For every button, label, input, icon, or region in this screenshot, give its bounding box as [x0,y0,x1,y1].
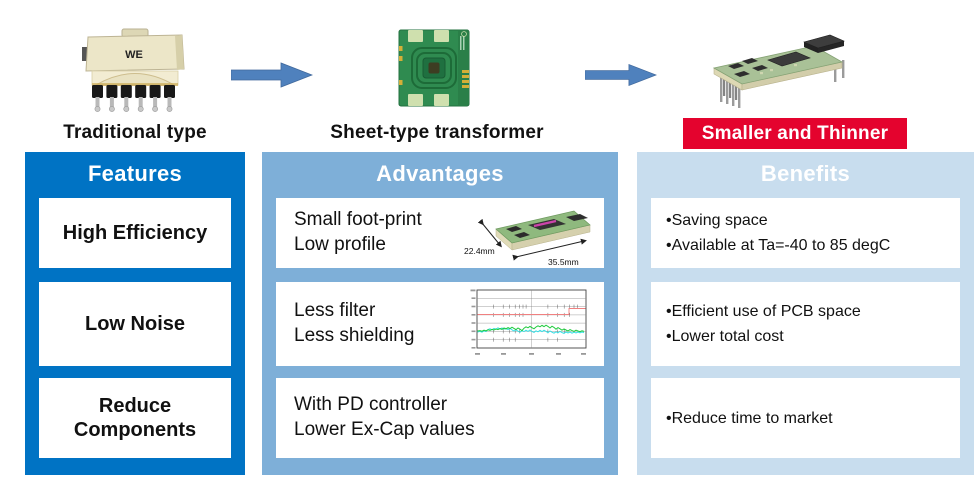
smaller-thinner-badge: Smaller and Thinner [683,118,907,149]
advantage-text: Less filter [294,300,376,322]
benefit-time-to-market: •Reduce time to market [651,378,960,458]
module-pins [720,60,845,108]
stage-label-traditional: Traditional type [63,122,207,143]
module-main-chip [767,51,811,67]
feature-text: Reduce [98,395,172,417]
advantage-pd-controller: With PD controller Lower Ex-Cap values [276,378,604,458]
benefit-cost: •Efficient use of PCB space •Lower total… [651,282,960,366]
width-dimension-arrow [477,218,502,248]
benefit-bullet: •Lower total cost [666,328,784,345]
benefit-bullet: •Efficient use of PCB space [666,303,861,320]
emi-noise-graph-image [470,289,587,355]
emi-trace-green [477,324,585,333]
advantage-text: Small foot-print [294,209,422,231]
power-module-image [712,34,845,108]
feature-text: High Efficiency [62,222,208,244]
flow-arrow-icon [231,62,313,88]
advantage-text: Less shielding [294,325,415,346]
graph-axis-labels [470,289,586,355]
feature-text: Components [73,419,197,441]
traditional-transformer-image: WE [82,28,185,112]
advantages-header: Advantages [376,161,504,186]
advantage-footprint: Small foot-print Low profile 22.4mm 35.5… [276,198,604,268]
benefits-column: Benefits •Saving space •Available at Ta=… [637,152,974,475]
gold-contacts [399,46,469,88]
feature-text: Low Noise [84,313,185,335]
features-column: Features High Efficiency Low Noise Reduc… [25,152,245,475]
benefit-bullet: •Available at Ta=-40 to 85 degC [666,237,891,254]
feature-high-efficiency: High Efficiency [39,198,231,268]
stage-label-sheet-type: Sheet-type transformer [330,122,544,143]
features-header: Features [87,161,183,186]
transformer-pins [92,85,175,112]
benefit-space: •Saving space •Available at Ta=-40 to 85… [651,198,960,268]
benefit-bullet: •Saving space [666,212,768,229]
feature-low-noise: Low Noise [39,282,231,366]
advantage-filter: Less filter Less shielding [276,282,604,366]
length-dimension-arrow [512,238,587,261]
benefits-header: Benefits [760,161,851,186]
sheet-transformer-image [398,29,470,107]
benefit-bullet: •Reduce time to market [666,409,833,427]
feature-reduce-components: Reduce Components [39,378,231,458]
advantage-text: With PD controller [294,394,448,416]
flow-arrow-icon [585,63,657,87]
module-small-chips [728,58,768,77]
width-dimension-label: 22.4mm [464,246,495,256]
advantages-column: Advantages Small foot-print Low profile … [262,152,618,475]
advantage-text: Lower Ex-Cap values [294,419,475,440]
transformer-side-tab [82,47,89,61]
advantage-text: Low profile [294,234,386,255]
module-dimensions-image: 22.4mm 35.5mm [464,210,591,267]
pcb-pads [408,30,449,106]
length-dimension-label: 35.5mm [548,257,579,267]
module-raised-chip [803,34,845,53]
emi-limit-line [477,308,586,315]
transformer-marking-text: WE [125,49,143,61]
